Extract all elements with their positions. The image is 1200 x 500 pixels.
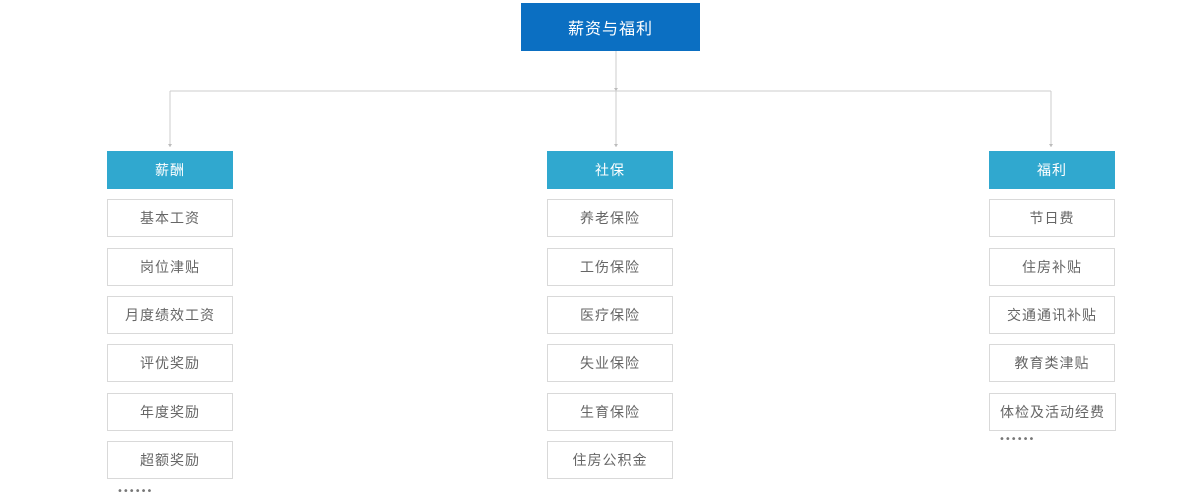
arrow-right [1049, 144, 1053, 147]
benefits-item-5: 体检及活动经费 [989, 393, 1116, 431]
salary-more-ellipsis: •••••• [117, 486, 153, 497]
salary-item-2: 岗位津贴 [107, 248, 233, 286]
column-header-benefits: 福利 [989, 151, 1115, 189]
arrow-left [168, 144, 172, 147]
salary-item-4: 评优奖励 [107, 344, 233, 382]
salary-item-6: 超额奖励 [107, 441, 233, 479]
column-header-salary: 薪酬 [107, 151, 233, 189]
benefits-item-2: 住房补贴 [989, 248, 1115, 286]
benefits-item-1: 节日费 [989, 199, 1115, 237]
salary-item-3: 月度绩效工资 [107, 296, 233, 334]
arrow-root-junction [614, 88, 618, 91]
column-header-social-insurance: 社保 [547, 151, 673, 189]
column-social-insurance: 社保 养老保险 工伤保险 医疗保险 失业保险 生育保险 住房公积金 [547, 151, 673, 479]
social-item-5: 生育保险 [547, 393, 673, 431]
column-salary: 薪酬 基本工资 岗位津贴 月度绩效工资 评优奖励 年度奖励 超额奖励 •••••… [107, 151, 233, 497]
benefits-item-4: 教育类津贴 [989, 344, 1115, 382]
social-item-3: 医疗保险 [547, 296, 673, 334]
salary-item-5: 年度奖励 [107, 393, 233, 431]
salary-item-1: 基本工资 [107, 199, 233, 237]
benefits-item-3: 交通通讯补贴 [989, 296, 1115, 334]
column-benefits: 福利 节日费 住房补贴 交通通讯补贴 教育类津贴 体检及活动经费 •••••• [989, 151, 1116, 445]
benefits-more-ellipsis: •••••• [999, 434, 1035, 445]
social-item-4: 失业保险 [547, 344, 673, 382]
root-node: 薪资与福利 [521, 3, 700, 51]
arrow-center [614, 144, 618, 147]
root-label: 薪资与福利 [567, 19, 653, 38]
social-item-1: 养老保险 [547, 199, 673, 237]
social-item-2: 工伤保险 [547, 248, 673, 286]
social-item-6: 住房公积金 [547, 441, 673, 479]
